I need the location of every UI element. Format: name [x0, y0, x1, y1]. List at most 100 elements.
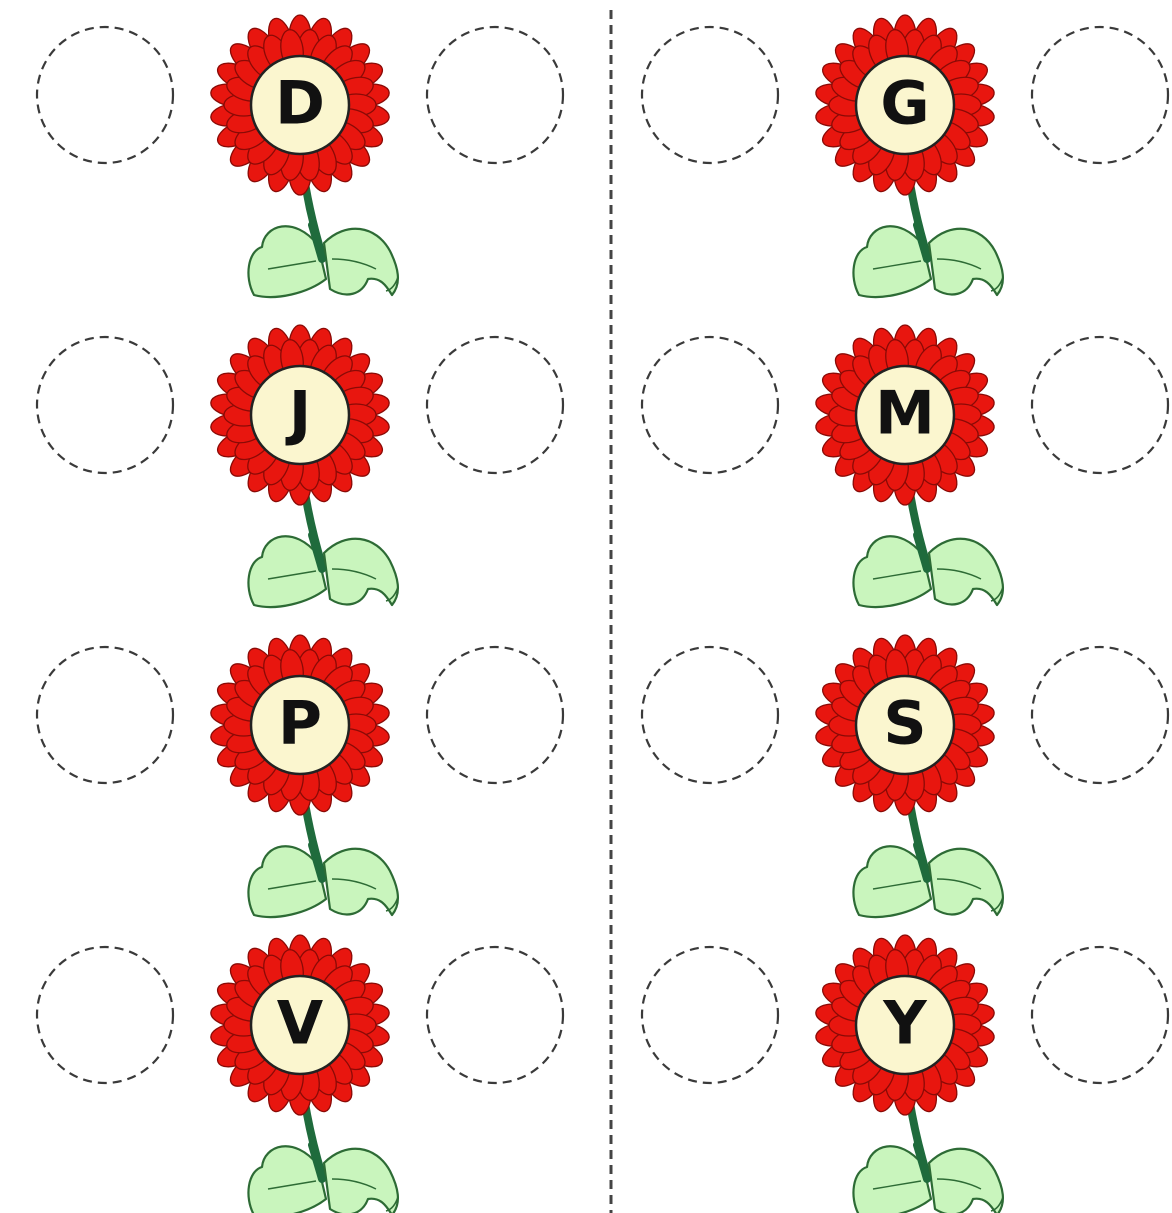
- blank-letter-circle-after[interactable]: [1030, 335, 1170, 475]
- leaf-left: [247, 535, 328, 609]
- leaf-curl: [990, 1196, 1004, 1212]
- flower-letter: V: [277, 989, 324, 1059]
- leaf-vein: [331, 1178, 377, 1190]
- leaf-left: [852, 845, 933, 919]
- leaf-right: [927, 537, 1004, 607]
- flower-letter: Y: [882, 989, 928, 1059]
- letter-cell-left-1: D: [35, 14, 565, 299]
- leaf-cluster: [852, 845, 1004, 919]
- leaf-curl: [385, 586, 399, 602]
- leaf-vein: [936, 878, 982, 890]
- leaf-vein: [331, 878, 377, 890]
- blank-letter-circle-after[interactable]: [425, 335, 565, 475]
- leaf-vein: [872, 260, 922, 270]
- blank-letter-circle-before[interactable]: [640, 945, 780, 1085]
- leaf-left: [247, 225, 328, 299]
- leaf-right: [322, 537, 399, 607]
- leaf-left: [852, 225, 933, 299]
- letter-cell-right-3: S: [640, 634, 1170, 919]
- flower-center: [249, 674, 351, 776]
- flower-letter: P: [278, 689, 322, 759]
- leaf-curl: [385, 1196, 399, 1212]
- flower-center: [854, 974, 956, 1076]
- flower-stem-front: [913, 531, 931, 573]
- leaf-curl: [990, 896, 1004, 912]
- flower: M: [815, 324, 1004, 609]
- flower-letter: D: [275, 69, 325, 139]
- flower-letter: S: [883, 689, 926, 759]
- leaf-cluster: [852, 225, 1004, 299]
- leaf-cluster: [247, 225, 399, 299]
- blank-letter-circle-before[interactable]: [640, 335, 780, 475]
- flower-stem-front: [913, 221, 931, 263]
- flower-letter: J: [285, 379, 311, 449]
- leaf-left: [247, 845, 328, 919]
- flower: D: [210, 14, 399, 299]
- flower-stem-front: [308, 841, 326, 883]
- flower-stem-front: [308, 221, 326, 263]
- leaf-right: [322, 1147, 399, 1213]
- leaf-vein: [936, 258, 982, 270]
- leaf-cluster: [247, 535, 399, 609]
- blank-letter-circle-after[interactable]: [425, 945, 565, 1085]
- flower-stem-front: [308, 1141, 326, 1183]
- letter-cell-left-2: J: [35, 324, 565, 609]
- leaf-vein: [331, 568, 377, 580]
- flower-letter: M: [875, 379, 935, 449]
- leaf-right: [927, 1147, 1004, 1213]
- leaf-curl: [385, 896, 399, 912]
- leaf-vein: [872, 570, 922, 580]
- leaf-right: [322, 847, 399, 917]
- leaf-right: [927, 227, 1004, 297]
- flower: G: [815, 14, 1004, 299]
- leaf-vein: [936, 568, 982, 580]
- flower-petals: [815, 934, 995, 1116]
- flower: P: [210, 634, 399, 919]
- blank-letter-circle-before[interactable]: [35, 25, 175, 165]
- blank-letter-circle-after[interactable]: [425, 25, 565, 165]
- leaf-vein: [872, 1180, 922, 1190]
- blank-letter-circle-before[interactable]: [35, 645, 175, 785]
- blank-letter-circle-before[interactable]: [35, 945, 175, 1085]
- flower-center: [249, 974, 351, 1076]
- flower: J: [210, 324, 399, 609]
- flower-center: [854, 674, 956, 776]
- blank-letter-circle-after[interactable]: [1030, 645, 1170, 785]
- leaf-cluster: [852, 535, 1004, 609]
- leaf-curl: [385, 276, 399, 292]
- blank-letter-circle-after[interactable]: [425, 645, 565, 785]
- blank-letter-circle-after[interactable]: [1030, 25, 1170, 165]
- leaf-vein: [267, 880, 317, 890]
- leaf-curl: [990, 586, 1004, 602]
- letter-cell-left-3: P: [35, 634, 565, 919]
- blank-letter-circle-before[interactable]: [35, 335, 175, 475]
- leaf-vein: [267, 1180, 317, 1190]
- leaf-right: [322, 227, 399, 297]
- leaf-cluster: [247, 845, 399, 919]
- leaf-vein: [331, 258, 377, 270]
- flower-stem-front: [913, 1141, 931, 1183]
- letter-cell-right-1: G: [640, 14, 1170, 299]
- leaf-right: [927, 847, 1004, 917]
- letter-cell-left-4: V: [35, 934, 565, 1213]
- flower-center: [249, 54, 351, 156]
- flower-center: [249, 364, 351, 466]
- leaf-vein: [872, 880, 922, 890]
- leaf-vein: [936, 1178, 982, 1190]
- flower: Y: [815, 934, 1004, 1213]
- flower: S: [815, 634, 1004, 919]
- leaf-cluster: [852, 1145, 1004, 1213]
- blank-letter-circle-before[interactable]: [640, 25, 780, 165]
- blank-letter-circle-after[interactable]: [1030, 945, 1170, 1085]
- blank-letter-circle-before[interactable]: [640, 645, 780, 785]
- flower-center: [854, 54, 956, 156]
- flower-letter: G: [880, 69, 929, 139]
- leaf-vein: [267, 260, 317, 270]
- letter-cell-right-4: Y: [640, 934, 1170, 1213]
- flower-stem-front: [308, 531, 326, 573]
- leaf-vein: [267, 570, 317, 580]
- letter-cell-right-2: M: [640, 324, 1170, 609]
- leaf-left: [852, 535, 933, 609]
- flower-center: [854, 364, 956, 466]
